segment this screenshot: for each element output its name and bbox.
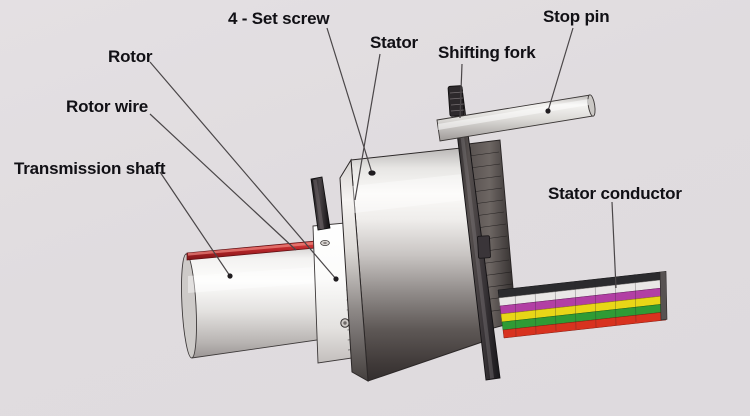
stator-conductor-part xyxy=(497,270,668,339)
leader-transmission-shaft xyxy=(159,171,231,277)
shaft-barrel xyxy=(185,241,332,359)
shifting-fork-part xyxy=(447,85,501,381)
rotor-boss-lower-hole xyxy=(343,321,347,325)
shifting-fork-mid-collar xyxy=(477,235,491,259)
shifting-fork-highlight xyxy=(455,91,494,379)
shaft-end-cap xyxy=(181,253,197,359)
conductor-strand-red xyxy=(502,311,667,339)
dot-rotor xyxy=(333,276,339,282)
set-screw-highlight xyxy=(313,179,324,230)
dot-transmission-shaft xyxy=(227,273,233,279)
leader-lines xyxy=(149,27,617,289)
leader-stator-conductor xyxy=(611,201,617,289)
label-transmission-shaft: Transmission shaft xyxy=(14,159,166,178)
label-rotor: Rotor xyxy=(108,47,153,66)
label-shifting-fork: Shifting fork xyxy=(438,43,536,62)
leader-stator xyxy=(354,53,381,201)
label-stator-conductor: Stator conductor xyxy=(548,184,682,203)
shaft-highlight xyxy=(188,266,329,293)
dot-stop-pin xyxy=(545,108,551,114)
rotor-boss-upper-hole xyxy=(323,241,327,245)
label-stator: Stator xyxy=(370,33,418,52)
leader-rotor-wire xyxy=(149,113,297,251)
conductor-terminal-end xyxy=(659,270,668,321)
set-screw-part xyxy=(310,176,331,231)
leader-rotor xyxy=(149,61,337,280)
leader-shifting-fork xyxy=(459,63,463,119)
stator-highlight xyxy=(352,173,473,213)
label-stop-pin: Stop pin xyxy=(543,7,610,26)
stator-drum-face xyxy=(339,158,369,382)
leader-set-screw xyxy=(326,27,373,174)
label-set-screw: 4 - Set screw xyxy=(228,9,330,28)
label-rotor-wire: Rotor wire xyxy=(66,97,149,116)
leader-dots xyxy=(227,108,551,282)
dot-set-screw xyxy=(369,170,375,176)
stop-pin-highlight xyxy=(438,99,589,130)
stop-pin-end-cap xyxy=(587,94,596,117)
stop-pin-part xyxy=(436,94,596,142)
conductor-segments xyxy=(514,273,637,337)
stator-part xyxy=(339,139,517,382)
leader-stop-pin xyxy=(547,27,574,112)
transmission-shaft-part xyxy=(181,241,332,359)
